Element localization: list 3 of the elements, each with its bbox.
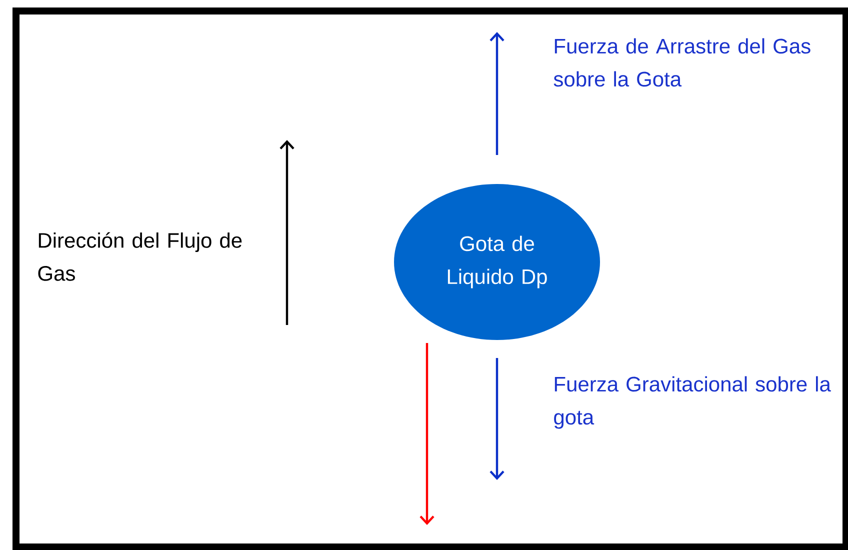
force-label: Fuerza Gravitacional sobre la gota [554,376,831,429]
force-label: Fuerza de Arrastre del Gas sobre la Gota [554,38,810,87]
force-label: Dirección del Flujo de Gas [38,232,242,281]
